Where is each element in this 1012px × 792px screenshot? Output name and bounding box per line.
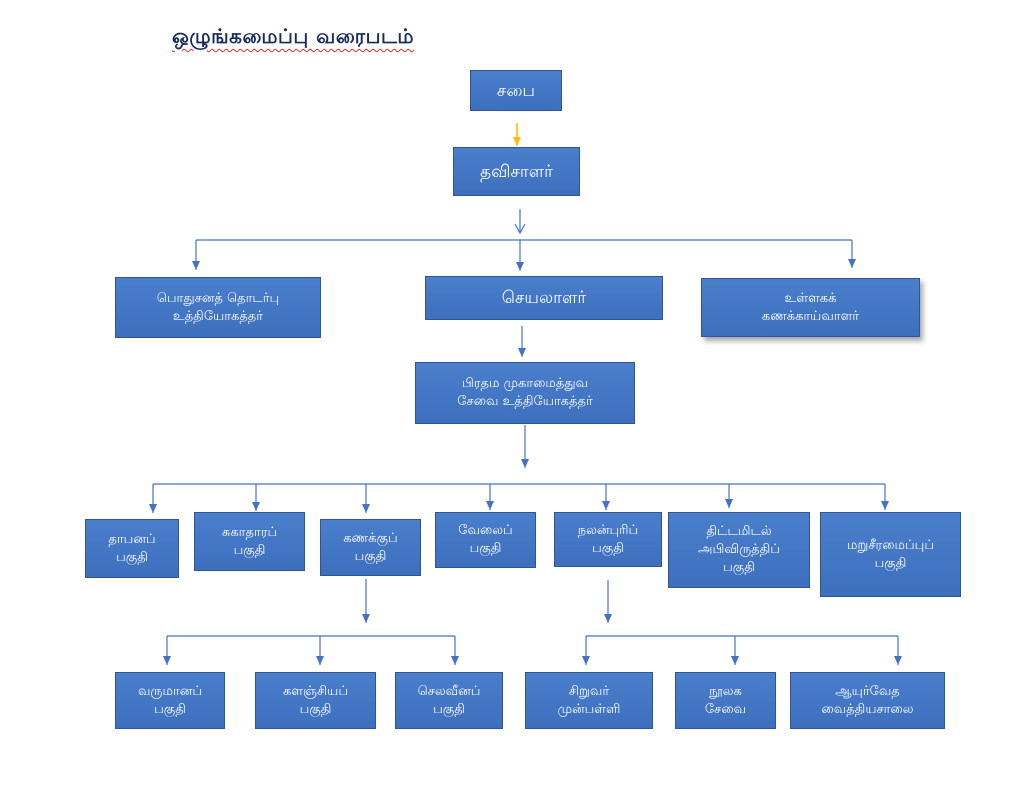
node-thittamidal: திட்டமிடல் அபிவிருத்திப் பகுதி: [668, 512, 810, 588]
node-maruseeramaippu: மறுசீரமைப்புப் பகுதி: [820, 512, 961, 597]
node-nalanpuri: நலன்புரிப் பகுதி: [554, 512, 662, 567]
node-kalanjiya: களஞ்சியப் பகுதி: [255, 672, 376, 729]
node-siruvar: சிறுவர் முன்பள்ளி: [525, 672, 653, 729]
node-kanakku: கணக்குப் பகுதி: [320, 519, 421, 576]
node-pirathama: பிரதம முகாமைத்துவ சேவை உத்தியோகத்தர்: [415, 362, 635, 424]
chart-title: ஒழுங்கமைப்பு வரைபடம்: [172, 24, 414, 51]
node-ullaka: உள்ளகக் கணக்காய்வாளர்: [701, 278, 920, 337]
node-sukathara: சுகாதாரப் பகுதி: [194, 512, 305, 571]
node-ayurveda: ஆயுர்வேத வைத்தியசாலை: [790, 672, 945, 729]
node-thavisalar: தவிசாளர்: [453, 147, 580, 196]
node-pothusana: பொதுசனத் தொடர்பு உத்தியோகத்தர்: [115, 277, 321, 338]
node-thapana: தாபனப் பகுதி: [85, 519, 179, 578]
chart-title-text: ஒழுங்கமைப்பு வரைபடம்: [172, 24, 414, 48]
node-velai: வேலைப் பகுதி: [435, 512, 536, 568]
node-varumana: வருமானப் பகுதி: [115, 672, 225, 729]
node-sabai: சபை: [470, 70, 562, 111]
node-seyalalar: செயலாளர்: [425, 276, 663, 320]
node-nulaga: நூலக சேவை: [675, 672, 776, 729]
node-selavina: செலவீனப் பகுதி: [395, 672, 503, 729]
